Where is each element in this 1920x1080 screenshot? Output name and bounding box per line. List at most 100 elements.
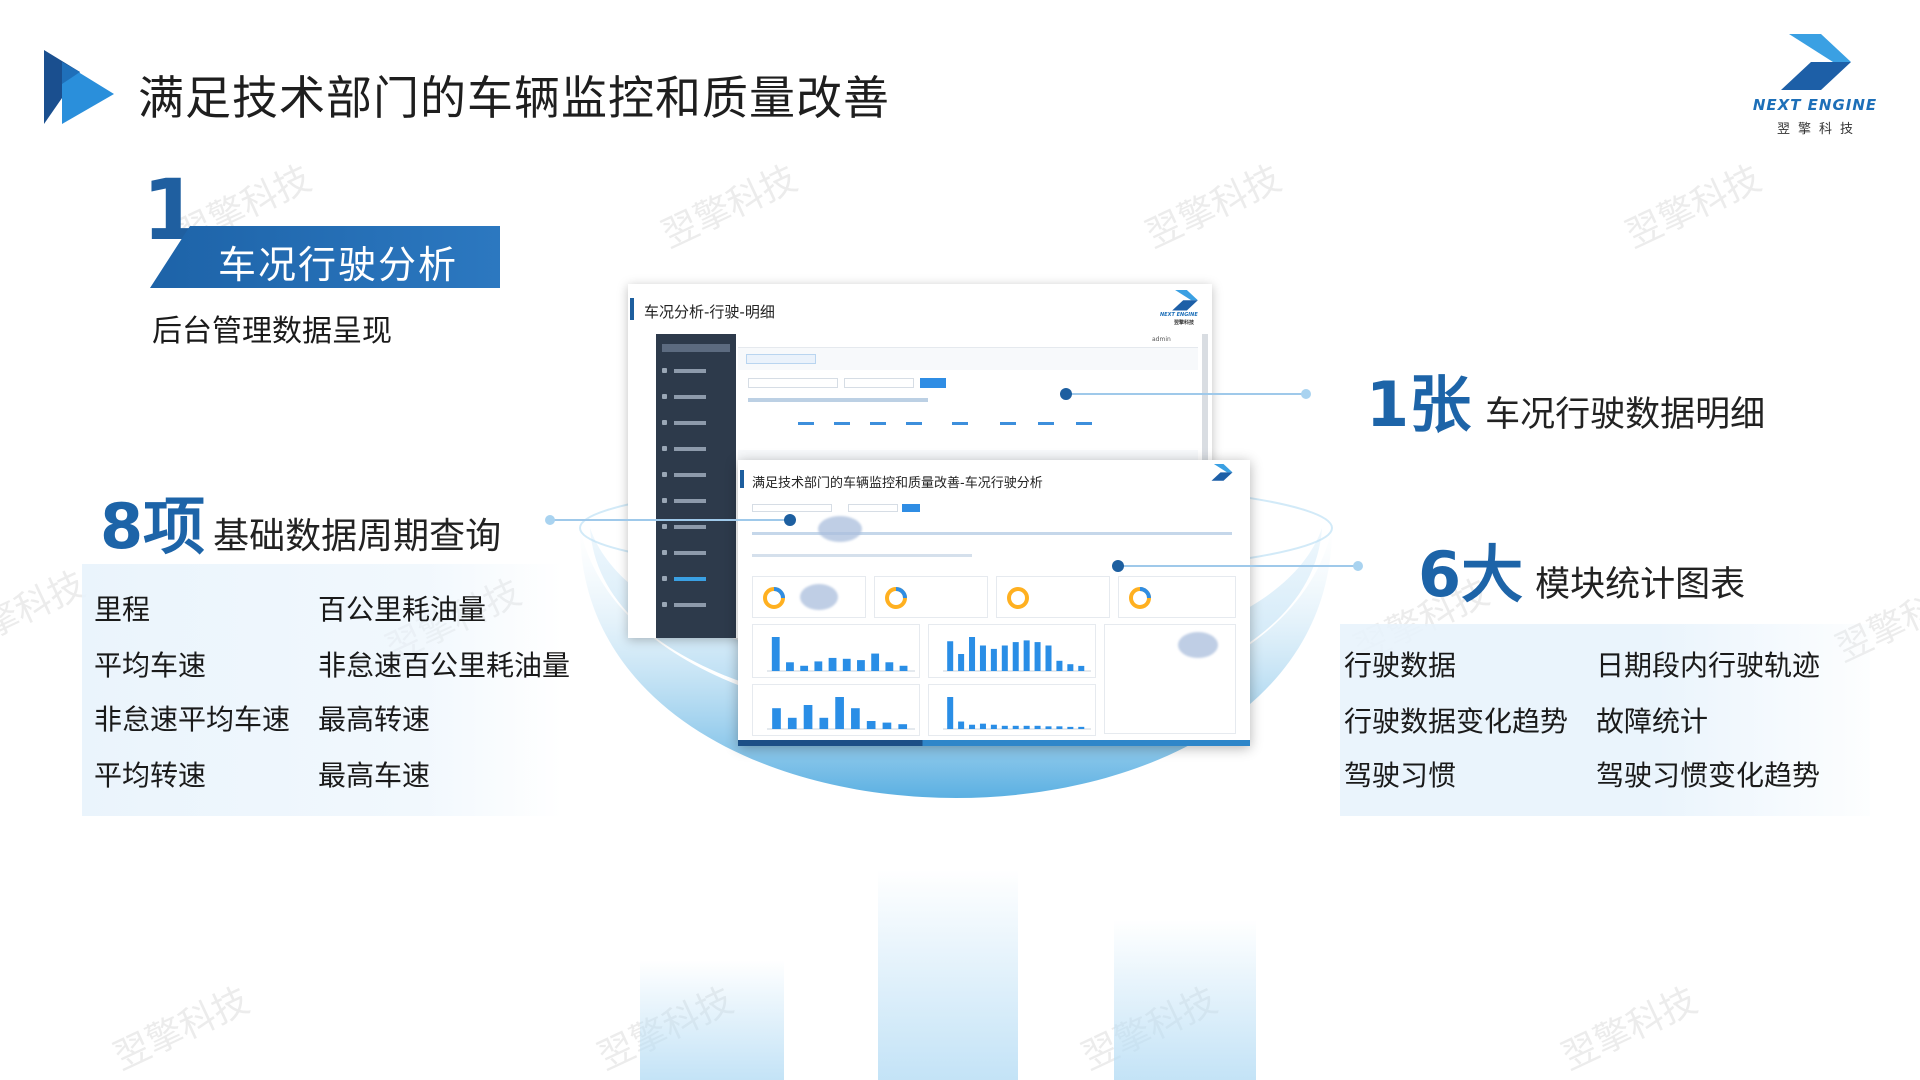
menu-icon bbox=[662, 394, 667, 399]
stat-label: 车况行驶数据明细 bbox=[1485, 395, 1766, 435]
sidebar-item[interactable] bbox=[662, 548, 732, 558]
sidebar-item[interactable] bbox=[662, 418, 732, 428]
chart-bar bbox=[1023, 725, 1030, 729]
vin-input[interactable] bbox=[848, 504, 898, 512]
summary-card bbox=[1118, 576, 1236, 618]
sidebar-menu bbox=[656, 334, 736, 638]
donut-chart-icon bbox=[763, 587, 785, 609]
chart-bar bbox=[958, 654, 965, 671]
menu-icon bbox=[662, 420, 667, 425]
donut-chart-icon bbox=[1007, 587, 1029, 609]
watermark: 翌擎科技 bbox=[655, 158, 804, 257]
chart-bar bbox=[828, 657, 837, 671]
chart-bar bbox=[814, 661, 823, 671]
sidebar-item[interactable] bbox=[662, 600, 732, 610]
sidebar-item[interactable] bbox=[662, 470, 732, 480]
sidebar-item[interactable] bbox=[662, 392, 732, 402]
chart-bar bbox=[871, 653, 880, 671]
brand-logo: NEXT ENGINE 翌擎科技 bbox=[1735, 34, 1895, 144]
chart-bar bbox=[958, 721, 965, 729]
search-button[interactable] bbox=[902, 504, 920, 512]
chart-bar bbox=[885, 662, 894, 671]
list-item: 平均转速 bbox=[94, 759, 207, 792]
chart-bar bbox=[1078, 665, 1085, 671]
watermark: 翌擎科技 bbox=[0, 564, 92, 663]
summary-card bbox=[996, 576, 1110, 618]
redaction-blur bbox=[800, 584, 838, 610]
bar-chart bbox=[767, 697, 915, 730]
chart-bar bbox=[771, 637, 780, 671]
chart-bar bbox=[772, 708, 781, 729]
mini-brand-name: NEXT ENGINE bbox=[1160, 312, 1198, 318]
list-item: 驾驶习惯 bbox=[1344, 759, 1457, 792]
sidebar-item[interactable] bbox=[662, 522, 732, 532]
chart-bar bbox=[898, 724, 908, 729]
chart-bar bbox=[947, 641, 954, 671]
stat-label: 基础数据周期查询 bbox=[213, 516, 502, 557]
stat-label: 模块统计图表 bbox=[1535, 565, 1746, 605]
play-logo-icon bbox=[44, 50, 114, 124]
chart-bar bbox=[787, 717, 797, 729]
stat-modules: 6大模块统计图表 bbox=[1418, 524, 1745, 614]
chart-bar bbox=[1045, 726, 1052, 729]
bar-chart-card bbox=[752, 624, 920, 678]
sidebar-item[interactable] bbox=[662, 444, 732, 454]
module-tabs[interactable] bbox=[752, 554, 972, 557]
query-panel bbox=[738, 370, 1198, 450]
chart-bar bbox=[969, 724, 976, 729]
user-name[interactable]: admin bbox=[1152, 336, 1171, 343]
chart-bar bbox=[1023, 640, 1030, 671]
chart-bar bbox=[1056, 726, 1063, 729]
chart-bar bbox=[990, 648, 997, 671]
sidebar-item[interactable] bbox=[662, 496, 732, 506]
chart-bar bbox=[990, 724, 997, 729]
chart-bar bbox=[803, 705, 813, 729]
connector-line bbox=[1112, 560, 1363, 572]
vehicle-info-row bbox=[748, 398, 928, 402]
bar-chart-card bbox=[928, 684, 1096, 736]
date-range-input[interactable] bbox=[748, 378, 838, 388]
decor-pillar bbox=[878, 870, 1018, 1080]
chart-bar bbox=[851, 708, 860, 729]
menu-icon bbox=[662, 446, 667, 451]
tab-active[interactable] bbox=[746, 354, 816, 364]
bar-chart bbox=[767, 637, 915, 672]
page-title: 满足技术部门的车辆监控和质量改善 bbox=[138, 71, 890, 125]
vin-input[interactable] bbox=[844, 378, 914, 388]
menu-icon bbox=[662, 368, 667, 373]
sidebar-item[interactable] bbox=[662, 574, 732, 584]
chart-bar bbox=[1045, 645, 1052, 671]
bar-chart-card bbox=[752, 684, 920, 736]
top-nav bbox=[738, 334, 1198, 348]
chart-bar bbox=[947, 697, 954, 729]
chart-bar bbox=[842, 658, 851, 671]
donut-chart-icon bbox=[1129, 587, 1151, 609]
chart-bar bbox=[1067, 726, 1074, 729]
bar-chart-card bbox=[928, 624, 1096, 678]
chart-bar bbox=[899, 665, 908, 671]
chart-bar bbox=[786, 662, 794, 671]
list-item: 行驶数据 bbox=[1344, 649, 1457, 682]
list-item: 最高车速 bbox=[318, 759, 431, 792]
next-engine-logo-icon bbox=[1211, 464, 1233, 481]
sidebar-item[interactable] bbox=[662, 366, 732, 376]
chart-bar bbox=[979, 645, 986, 671]
title-accent-bar bbox=[630, 298, 634, 320]
chart-bar bbox=[1001, 645, 1008, 671]
menu-icon bbox=[662, 472, 667, 477]
list-item: 平均车速 bbox=[94, 649, 207, 682]
bar-chart bbox=[943, 637, 1091, 672]
date-range-input[interactable] bbox=[752, 504, 832, 512]
stat-basic-query: 8项基础数据周期查询 bbox=[100, 476, 501, 566]
redaction-blur bbox=[1178, 632, 1218, 658]
section-banner: 车况行驶分析 bbox=[150, 226, 500, 288]
connector-line bbox=[545, 514, 796, 526]
stat-number: 6大 bbox=[1418, 538, 1524, 611]
next-engine-logo-icon bbox=[1172, 290, 1198, 311]
sidebar-logo bbox=[662, 344, 730, 352]
mini-brand-name-cn: 翌擎科技 bbox=[1174, 320, 1195, 326]
menu-icon bbox=[662, 550, 667, 555]
stat-row bbox=[752, 532, 1232, 535]
chart-bar bbox=[1034, 725, 1041, 729]
search-button[interactable] bbox=[920, 378, 946, 388]
